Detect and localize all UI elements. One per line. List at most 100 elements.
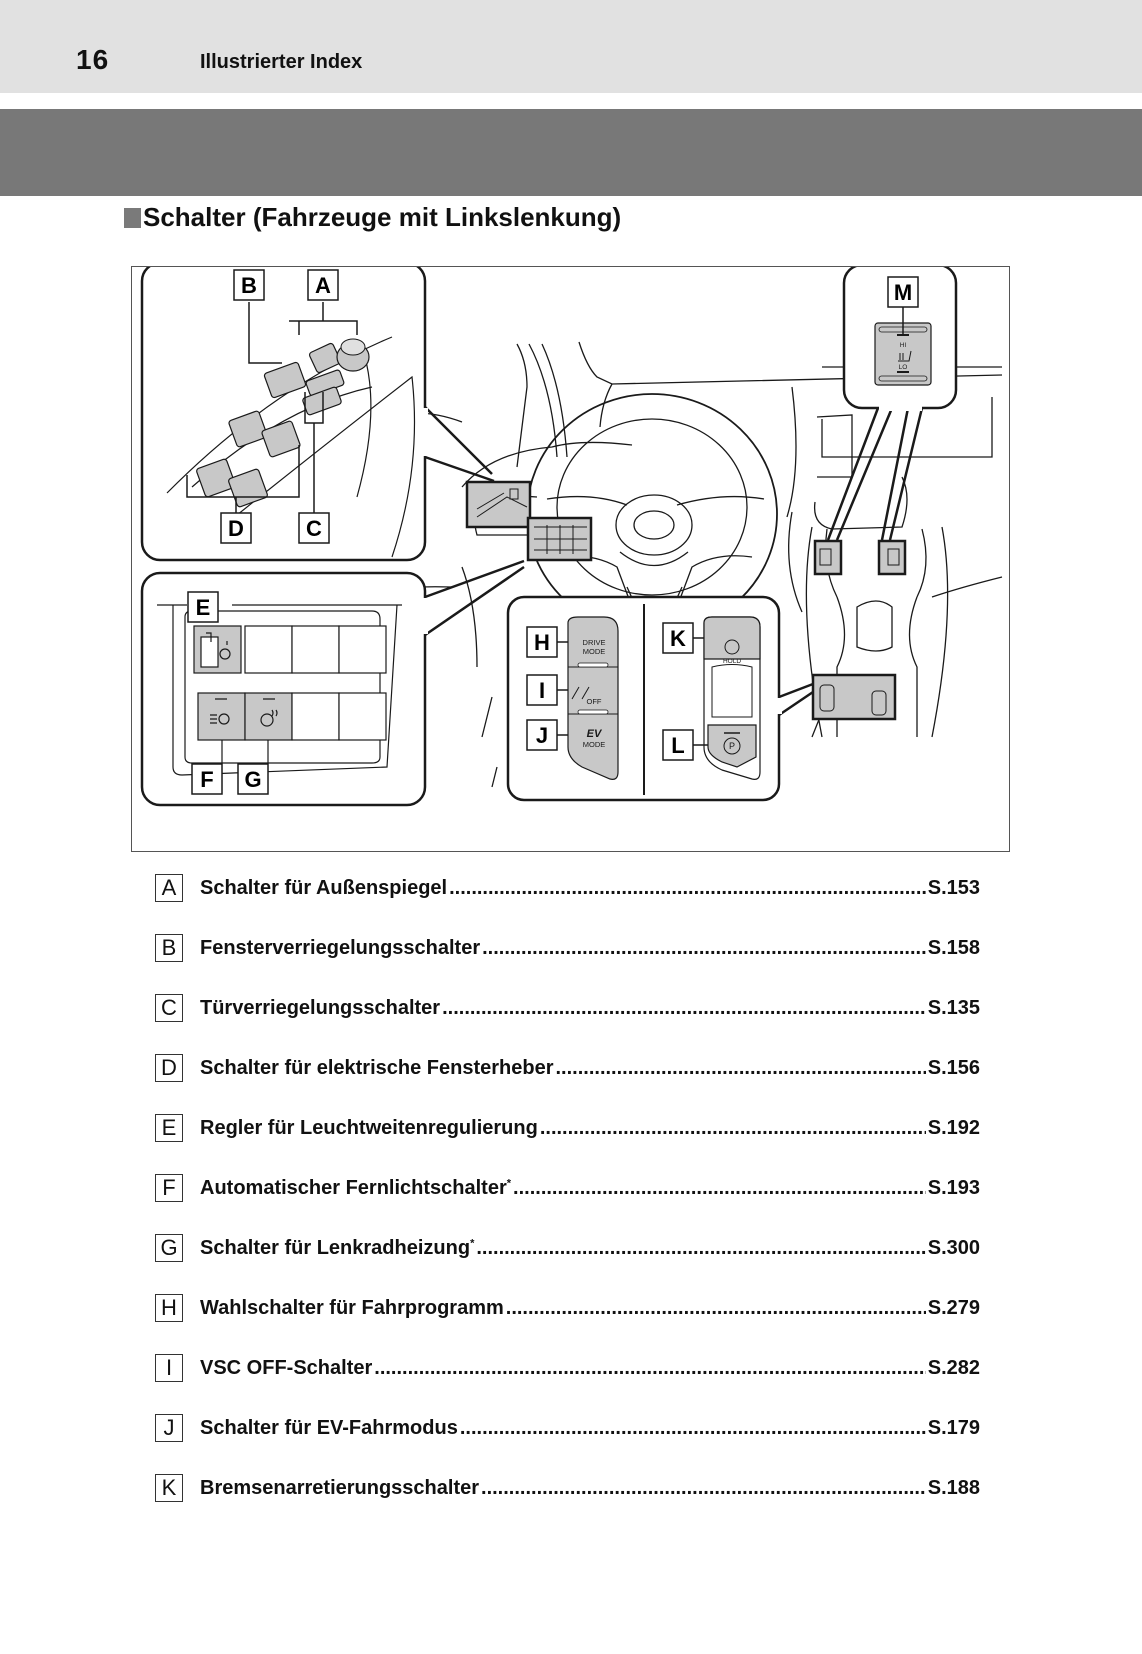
entry-page-link[interactable]: S.188 [927,1476,980,1499]
dash-inset-lower-switches [526,516,593,562]
entry-label: Fensterverriegelungsschalter [200,936,481,959]
callout-d: D [220,512,252,544]
entry-page-link[interactable]: S.193 [927,1176,980,1199]
index-entry-g[interactable]: G Schalter für Lenkradheizung* S.300 [155,1232,980,1264]
callout-j: J [526,719,558,751]
entry-label: Türverriegelungsschalter [200,996,441,1019]
index-entry-i[interactable]: I VSC OFF-Schalter S.282 [155,1352,980,1384]
entry-letter: K [155,1474,183,1502]
callout-a: A [307,269,339,301]
svg-text:K: K [670,626,686,651]
entry-letter: F [155,1174,183,1202]
dot-leader [482,937,926,960]
svg-text:L: L [671,733,684,758]
page-number: 16 [76,44,110,75]
entry-label: Schalter für Außenspiegel [200,876,448,899]
callout-l: L [662,729,694,761]
callouts: B A D C E F G H I J K L M [187,269,919,795]
panel-door-switches [140,267,495,562]
vsc-skid-icon [571,686,590,700]
callout-k: K [662,622,694,654]
seat-hi-label: HI [900,342,907,349]
index-entry-b[interactable]: B Fensterverriegelungsschalter S.158 [155,932,980,964]
entry-letter: B [155,934,183,962]
index-entry-a[interactable]: A Schalter für Außenspiegel S.153 [155,872,980,904]
index-entry-k[interactable]: K Bremsenarretierungsschalter S.188 [155,1472,980,1504]
entry-label: Schalter für Lenkradheizung* [200,1236,475,1259]
svg-text:H: H [534,630,550,655]
panel-lower-dash [140,559,525,807]
entry-page-link[interactable]: S.192 [927,1116,980,1139]
entry-page-link[interactable]: S.158 [927,936,980,959]
entry-letter: D [155,1054,183,1082]
dash-inset-door-switches [465,480,532,529]
entry-label: Wahlschalter für Fahrprogramm [200,1296,504,1319]
svg-text:E: E [196,595,211,620]
entry-page-link[interactable]: S.153 [927,876,980,899]
entry-page-link[interactable]: S.135 [927,996,980,1019]
footnote-marker: * [470,1236,475,1249]
entry-page-link[interactable]: S.179 [927,1416,980,1439]
callout-b: B [233,269,265,301]
running-title: Illustrierter Index [200,51,363,73]
seat-lo-label: LO [899,364,908,371]
svg-text:I: I [539,678,545,703]
svg-text:G: G [244,767,261,792]
dot-leader [481,1477,926,1500]
entry-letter: H [155,1294,183,1322]
dot-leader [460,1417,926,1440]
index-entry-d[interactable]: D Schalter für elektrische Fensterheber … [155,1052,980,1084]
entry-letter: E [155,1114,183,1142]
svg-text:M: M [894,280,912,305]
panel-console-switches [506,595,814,802]
dot-leader [513,1177,926,1200]
dot-leader [449,877,926,900]
entry-letter: C [155,994,183,1022]
svg-text:J: J [536,723,548,748]
entry-page-link[interactable]: S.282 [927,1356,980,1379]
dash-inset-seat-heaters [813,539,907,576]
svg-text:B: B [241,273,257,298]
section-title: Schalter (Fahrzeuge mit Linkslenkung) [124,202,621,233]
drive-mode-label-2: MODE [583,647,606,656]
entry-page-link[interactable]: S.300 [927,1236,980,1259]
entry-page-link[interactable]: S.279 [927,1296,980,1319]
entry-letter: I [155,1354,183,1382]
chapter-band [0,109,1142,196]
index-entry-e[interactable]: E Regler für Leuchtweitenregulierung S.1… [155,1112,980,1144]
dot-leader [540,1117,926,1140]
seat-heater-icon [898,350,912,362]
panel-seat-heater [826,267,958,541]
callout-h: H [526,626,558,658]
brake-hold-icon [724,639,740,655]
callout-m: M [887,276,919,308]
callout-c: C [298,512,330,544]
svg-text:C: C [306,516,322,541]
dash-inset-console [811,673,897,721]
index-entry-c[interactable]: C Türverriegelungsschalter S.135 [155,992,980,1024]
svg-text:A: A [315,273,331,298]
section-title-text: Schalter (Fahrzeuge mit Linkslenkung) [143,202,622,232]
square-bullet-icon [124,207,141,228]
index-entry-f[interactable]: F Automatischer Fernlichtschalter* S.193 [155,1172,980,1204]
dot-leader [476,1237,925,1260]
callout-i: I [526,674,558,706]
entry-label: Automatischer Fernlichtschalter* [200,1176,512,1199]
dot-leader [442,997,926,1020]
callout-f: F [191,763,223,795]
parking-brake-icon [723,737,741,755]
vsc-off-label: OFF [587,697,602,706]
entry-label: Schalter für elektrische Fensterheber [200,1056,554,1079]
ev-mode-label: MODE [583,740,606,749]
footnote-marker: * [506,1176,512,1189]
parking-label: P [729,741,735,751]
entry-page-link[interactable]: S.156 [927,1056,980,1079]
headlight-level-icon [219,648,231,660]
entry-letter: G [155,1234,183,1262]
index-entry-h[interactable]: H Wahlschalter für Fahrprogramm S.279 [155,1292,980,1324]
index-entry-j[interactable]: J Schalter für EV-Fahrmodus S.179 [155,1412,980,1444]
dot-leader [506,1297,926,1320]
dashboard-illustration: DRIVE MODE OFF EV MODE HOLD P HI LO B A … [140,267,1003,807]
auto-high-beam-icon [218,713,230,725]
entry-label: Regler für Leuchtweitenregulierung [200,1116,538,1139]
